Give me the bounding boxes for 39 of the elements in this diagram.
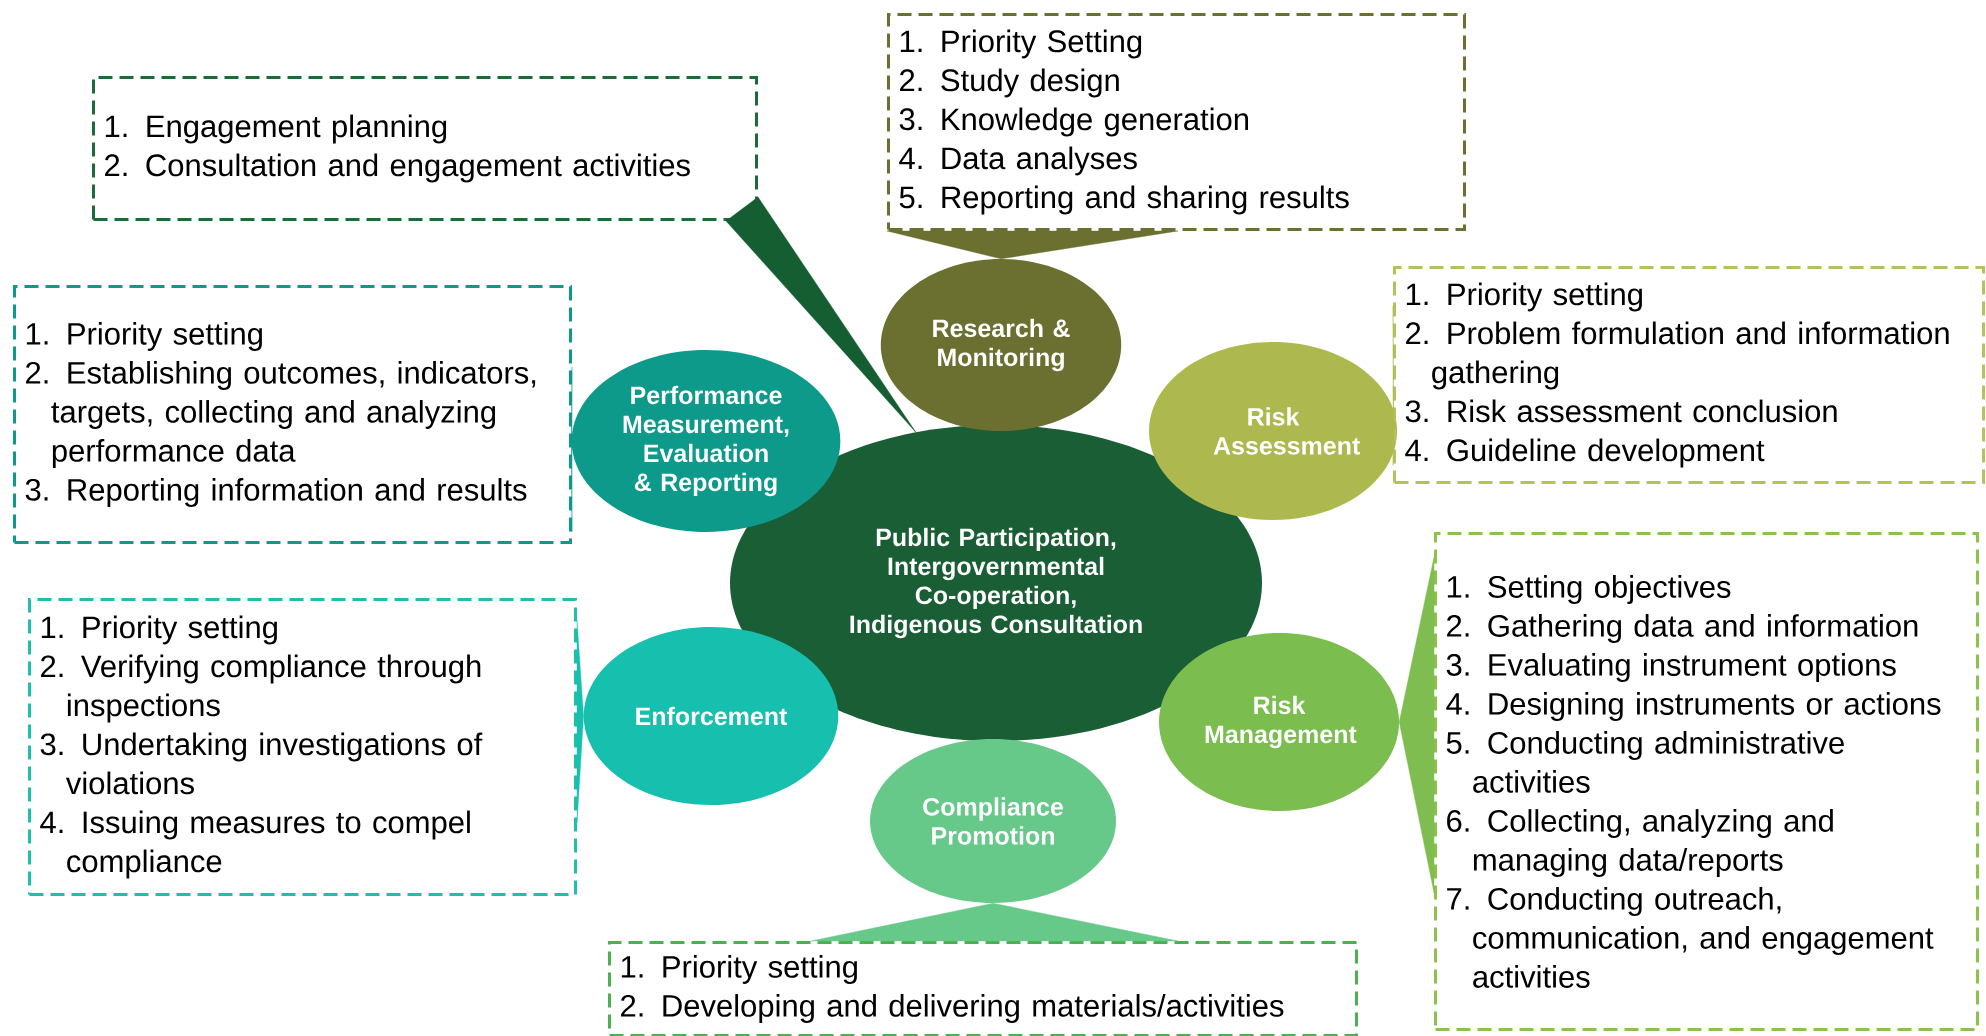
list-item: 4. Designing instruments or actions <box>1446 692 1941 721</box>
callout-wedge <box>725 196 917 433</box>
list-box <box>1393 266 1985 484</box>
list-box <box>13 285 572 544</box>
list-box <box>92 76 758 221</box>
list-item: 2. Establishing outcomes, indicators, targets, collecting and analyzing performance data <box>26 361 536 468</box>
list-box <box>1434 532 1979 1031</box>
list-item: 2. Problem formulation and information gathering <box>1406 321 1949 390</box>
list-box <box>887 13 1466 231</box>
callout-wedge <box>571 366 573 533</box>
list-box <box>608 941 1358 1036</box>
list-item: 7. Conducting outreach, communication, and engagement activities <box>1447 887 1934 988</box>
list-item: 6. Collecting, analyzing and managing data/reports <box>1447 809 1833 877</box>
list-item: 5. Conducting administrative activities <box>1446 731 1844 793</box>
list-item: 1. Engagement planning <box>105 114 447 144</box>
list-item: 1. Setting objectives <box>1447 575 1731 604</box>
list-item: 3. Evaluating instrument options <box>1446 653 1896 682</box>
list-item: 3. Risk assessment conclusion <box>1405 399 1837 423</box>
list-item: 5. Reporting and sharing results <box>899 185 1349 215</box>
list-item: 4. Issuing measures to compel compliance <box>40 810 470 879</box>
list-item: 2. Study design <box>900 68 1119 98</box>
callout-wedge <box>576 619 584 824</box>
list-item: 1. Priority setting <box>41 615 277 645</box>
list-item: 4. Guideline development <box>1405 438 1765 468</box>
list-item: 2. Verifying compliance through inspections <box>41 654 481 723</box>
list-item: 4. Data analyses <box>899 146 1137 176</box>
list-item: 3. Reporting information and results <box>25 478 527 507</box>
list-item: 2. Developing and delivering materials/activities <box>621 994 1284 1023</box>
list-item: 3. Undertaking investigations of violations <box>40 732 483 795</box>
list-item: 1. Priority setting <box>26 322 262 351</box>
list-item: 1. Priority Setting <box>900 29 1142 59</box>
list-item: 2. Gathering data and information <box>1447 614 1918 643</box>
callout-wedge <box>1392 305 1394 467</box>
callout-wedge <box>886 230 1179 259</box>
list-item: 3. Knowledge generation <box>899 107 1248 137</box>
list-box <box>28 598 577 896</box>
list-item: 1. Priority setting <box>621 955 857 984</box>
list-item: 2. Consultation and engagement activities <box>105 153 690 183</box>
list-item: 1. Priority setting <box>1406 282 1642 312</box>
